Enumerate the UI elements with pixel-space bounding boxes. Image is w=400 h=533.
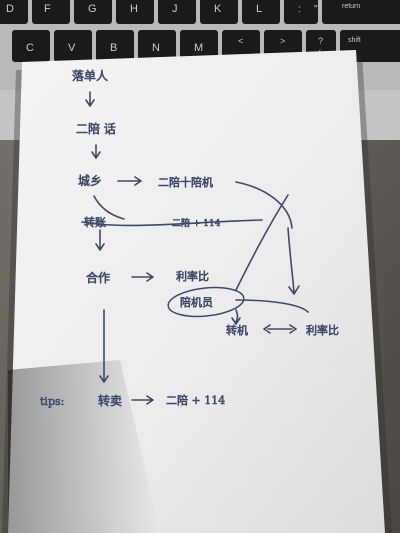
- note-n12: tips:: [40, 395, 64, 408]
- key-b: [96, 30, 134, 62]
- key-label-gt: >: [280, 36, 285, 46]
- key-j: [158, 0, 196, 24]
- key-label-colon: :: [298, 4, 301, 15]
- note-n10: 转机: [226, 323, 248, 337]
- key-label-quote: ": [314, 4, 318, 15]
- key-label-g: G: [88, 3, 97, 15]
- key-label-c: C: [26, 42, 34, 54]
- key-label-shift: shift: [348, 37, 361, 44]
- key-k: [200, 0, 238, 24]
- key-label-m: M: [194, 42, 203, 54]
- arrow-right-3: [131, 395, 154, 405]
- key-g: [74, 0, 112, 24]
- hand-shadow: [8, 360, 160, 533]
- key-label-d: D: [6, 3, 14, 15]
- note-n2: 二陪 话: [76, 121, 116, 136]
- strike-through: [81, 219, 263, 227]
- key-label-b: B: [110, 42, 117, 54]
- arrow-down-right: [287, 227, 300, 295]
- note-n13: 转卖: [98, 393, 122, 408]
- handwritten-notes: 落单人 二陪 话 城乡 二陪十陪机 转账 二陪 + 114 合作 利率比 陪机员…: [40, 69, 340, 409]
- circle-mark: [167, 286, 245, 318]
- curve-from-top: [235, 194, 289, 291]
- key-n: [138, 30, 176, 62]
- key-c: [12, 30, 50, 62]
- key-colon: [284, 0, 318, 24]
- key-label-return: return: [342, 3, 360, 10]
- note-n9: 陪机员: [180, 295, 213, 309]
- arrow-down-2: [91, 144, 101, 159]
- note-n8: 利率比: [176, 269, 209, 283]
- note-n14: 二陪 + 114: [166, 393, 225, 407]
- arrow-right-2: [131, 272, 154, 282]
- note-n3: 城乡: [78, 174, 102, 188]
- key-label-comma: ,: [238, 48, 241, 58]
- key-d: [0, 0, 28, 24]
- key-h: [116, 0, 154, 24]
- key-label-j: J: [172, 3, 178, 15]
- curve-to-right-2: [235, 299, 309, 313]
- curve-to-strike: [93, 195, 125, 220]
- note-n1: 落单人: [72, 69, 108, 83]
- note-n11: 利率比: [306, 323, 339, 337]
- key-label-lt: <: [238, 36, 243, 46]
- key-v: [54, 30, 92, 62]
- key-label-f: F: [44, 3, 51, 15]
- note-n4: 二陪十陪机: [158, 175, 213, 189]
- arrow-down-long: [99, 309, 109, 383]
- key-label-n: N: [152, 42, 160, 54]
- key-label-h: H: [130, 3, 138, 15]
- key-label-k: K: [214, 3, 222, 15]
- key-f: [32, 0, 70, 24]
- keyboard-row-1: D F G H J K L : " return: [0, 0, 400, 24]
- arrow-down-4: [231, 309, 241, 325]
- curve-to-right-1: [235, 181, 293, 229]
- key-label-v: V: [68, 42, 76, 54]
- key-m: [180, 30, 218, 62]
- note-n5: 转账: [84, 215, 106, 229]
- double-arrow: [263, 324, 297, 334]
- note-n7: 合作: [86, 270, 110, 285]
- key-l: [242, 0, 280, 24]
- arrow-down-1: [85, 91, 95, 107]
- key-return: [334, 0, 400, 24]
- arrow-right-1: [117, 176, 142, 186]
- arrow-down-3: [95, 229, 105, 251]
- key-label-l: L: [256, 3, 262, 15]
- key-label-question: ?: [318, 36, 323, 46]
